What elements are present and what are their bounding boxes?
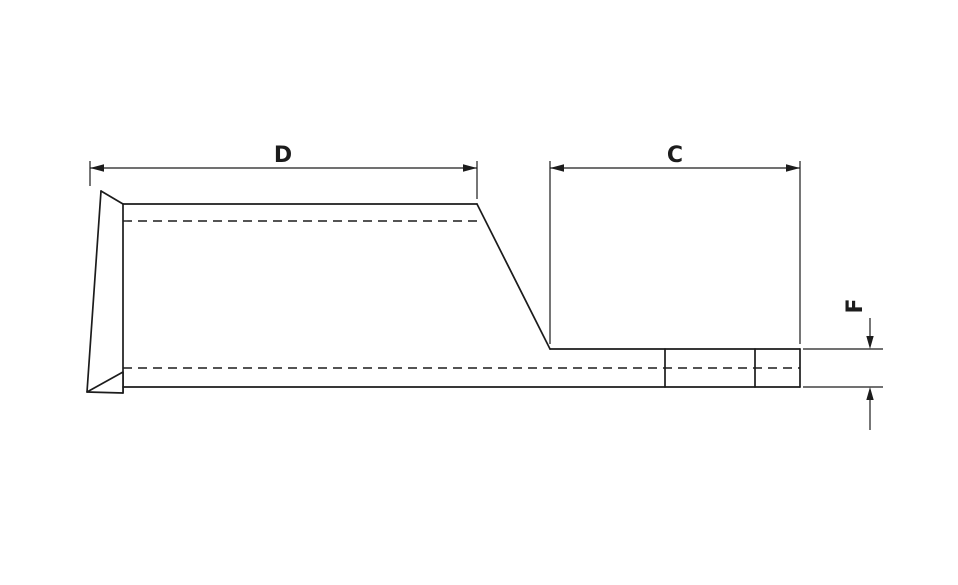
dimension-c-arrow-left-icon <box>550 164 564 172</box>
dimension-f: F <box>803 298 883 430</box>
dimension-f-arrow-up-icon <box>866 387 874 400</box>
transition-slant-edge <box>476 203 551 350</box>
dimension-d-arrow-right-icon <box>463 164 477 172</box>
dimension-d-arrow-left-icon <box>90 164 104 172</box>
bell-mouth-bottom-lip <box>86 371 124 394</box>
bell-mouth-outer-edge <box>86 190 102 393</box>
dimension-d-label: D <box>274 143 292 168</box>
hidden-bore-lines <box>123 220 800 369</box>
part-outline <box>86 190 801 394</box>
dimension-c-arrow-right-icon <box>786 164 800 172</box>
dimension-d: D <box>89 143 478 199</box>
dimension-f-arrow-down-icon <box>866 336 874 349</box>
bell-mouth-top-edge <box>100 190 124 205</box>
dimension-c-label: C <box>667 143 683 168</box>
dimension-f-label: F <box>843 298 868 313</box>
dimension-c: C <box>549 143 801 344</box>
